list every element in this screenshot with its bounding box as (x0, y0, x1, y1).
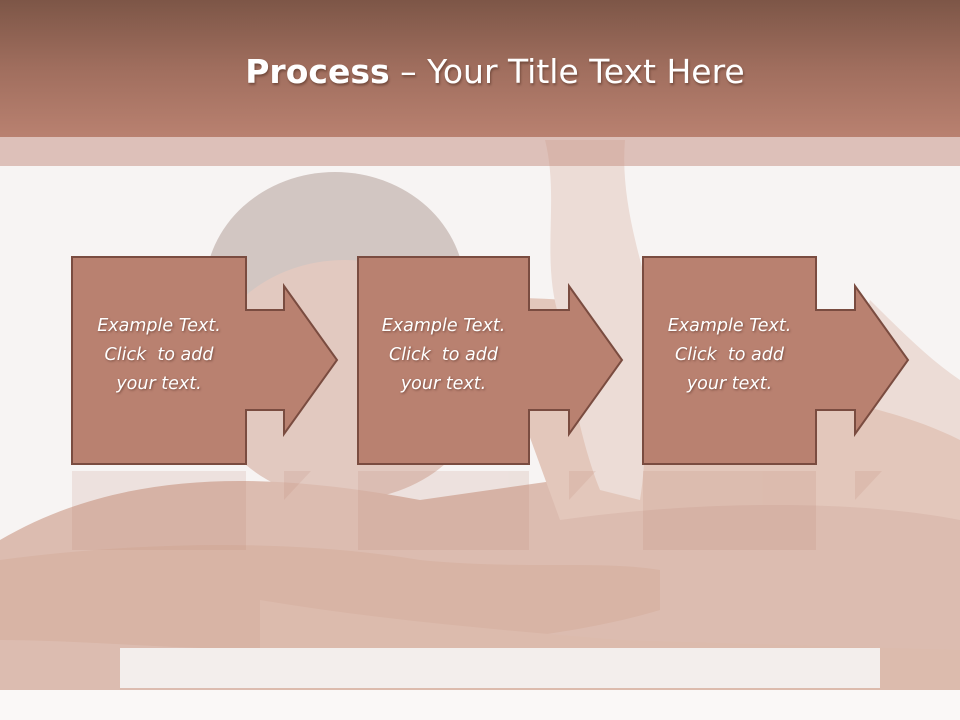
step-text-line: Click to add (389, 345, 498, 365)
step-text-line: Click to add (104, 345, 214, 365)
step-text-line: Example Text. (97, 316, 221, 336)
header-strip (0, 137, 960, 166)
step-text-line: your text. (116, 374, 202, 394)
arrow-right-icon (357, 256, 624, 465)
slide-title-rest: – Your Title Text Here (389, 52, 745, 91)
step-text-line: Example Text. (667, 316, 792, 336)
step-text-line: Example Text. (381, 316, 506, 336)
slide-title[interactable]: Process – Your Title Text Here (0, 52, 960, 91)
step-reflection (358, 471, 596, 550)
step-text-line: Click to add (675, 345, 784, 365)
process-step-1[interactable]: Example Text. Click to add your text. (71, 256, 341, 550)
arrow-right-icon (642, 256, 910, 465)
step-text-line: your text. (400, 374, 487, 394)
step-text: Example Text. Click to add your text. (642, 312, 817, 399)
step-text: Example Text. Click to add your text. (71, 312, 247, 399)
arrow-right-icon (71, 256, 339, 465)
process-step-3[interactable]: Example Text. Click to add your text. (642, 256, 912, 550)
step-text-line: your text. (686, 374, 773, 394)
step-reflection (643, 471, 882, 550)
slide-title-bold: Process (245, 52, 390, 91)
step-reflection (72, 471, 311, 550)
header-bar (0, 0, 960, 137)
step-text: Example Text. Click to add your text. (357, 312, 530, 399)
process-step-2[interactable]: Example Text. Click to add your text. (357, 256, 627, 550)
